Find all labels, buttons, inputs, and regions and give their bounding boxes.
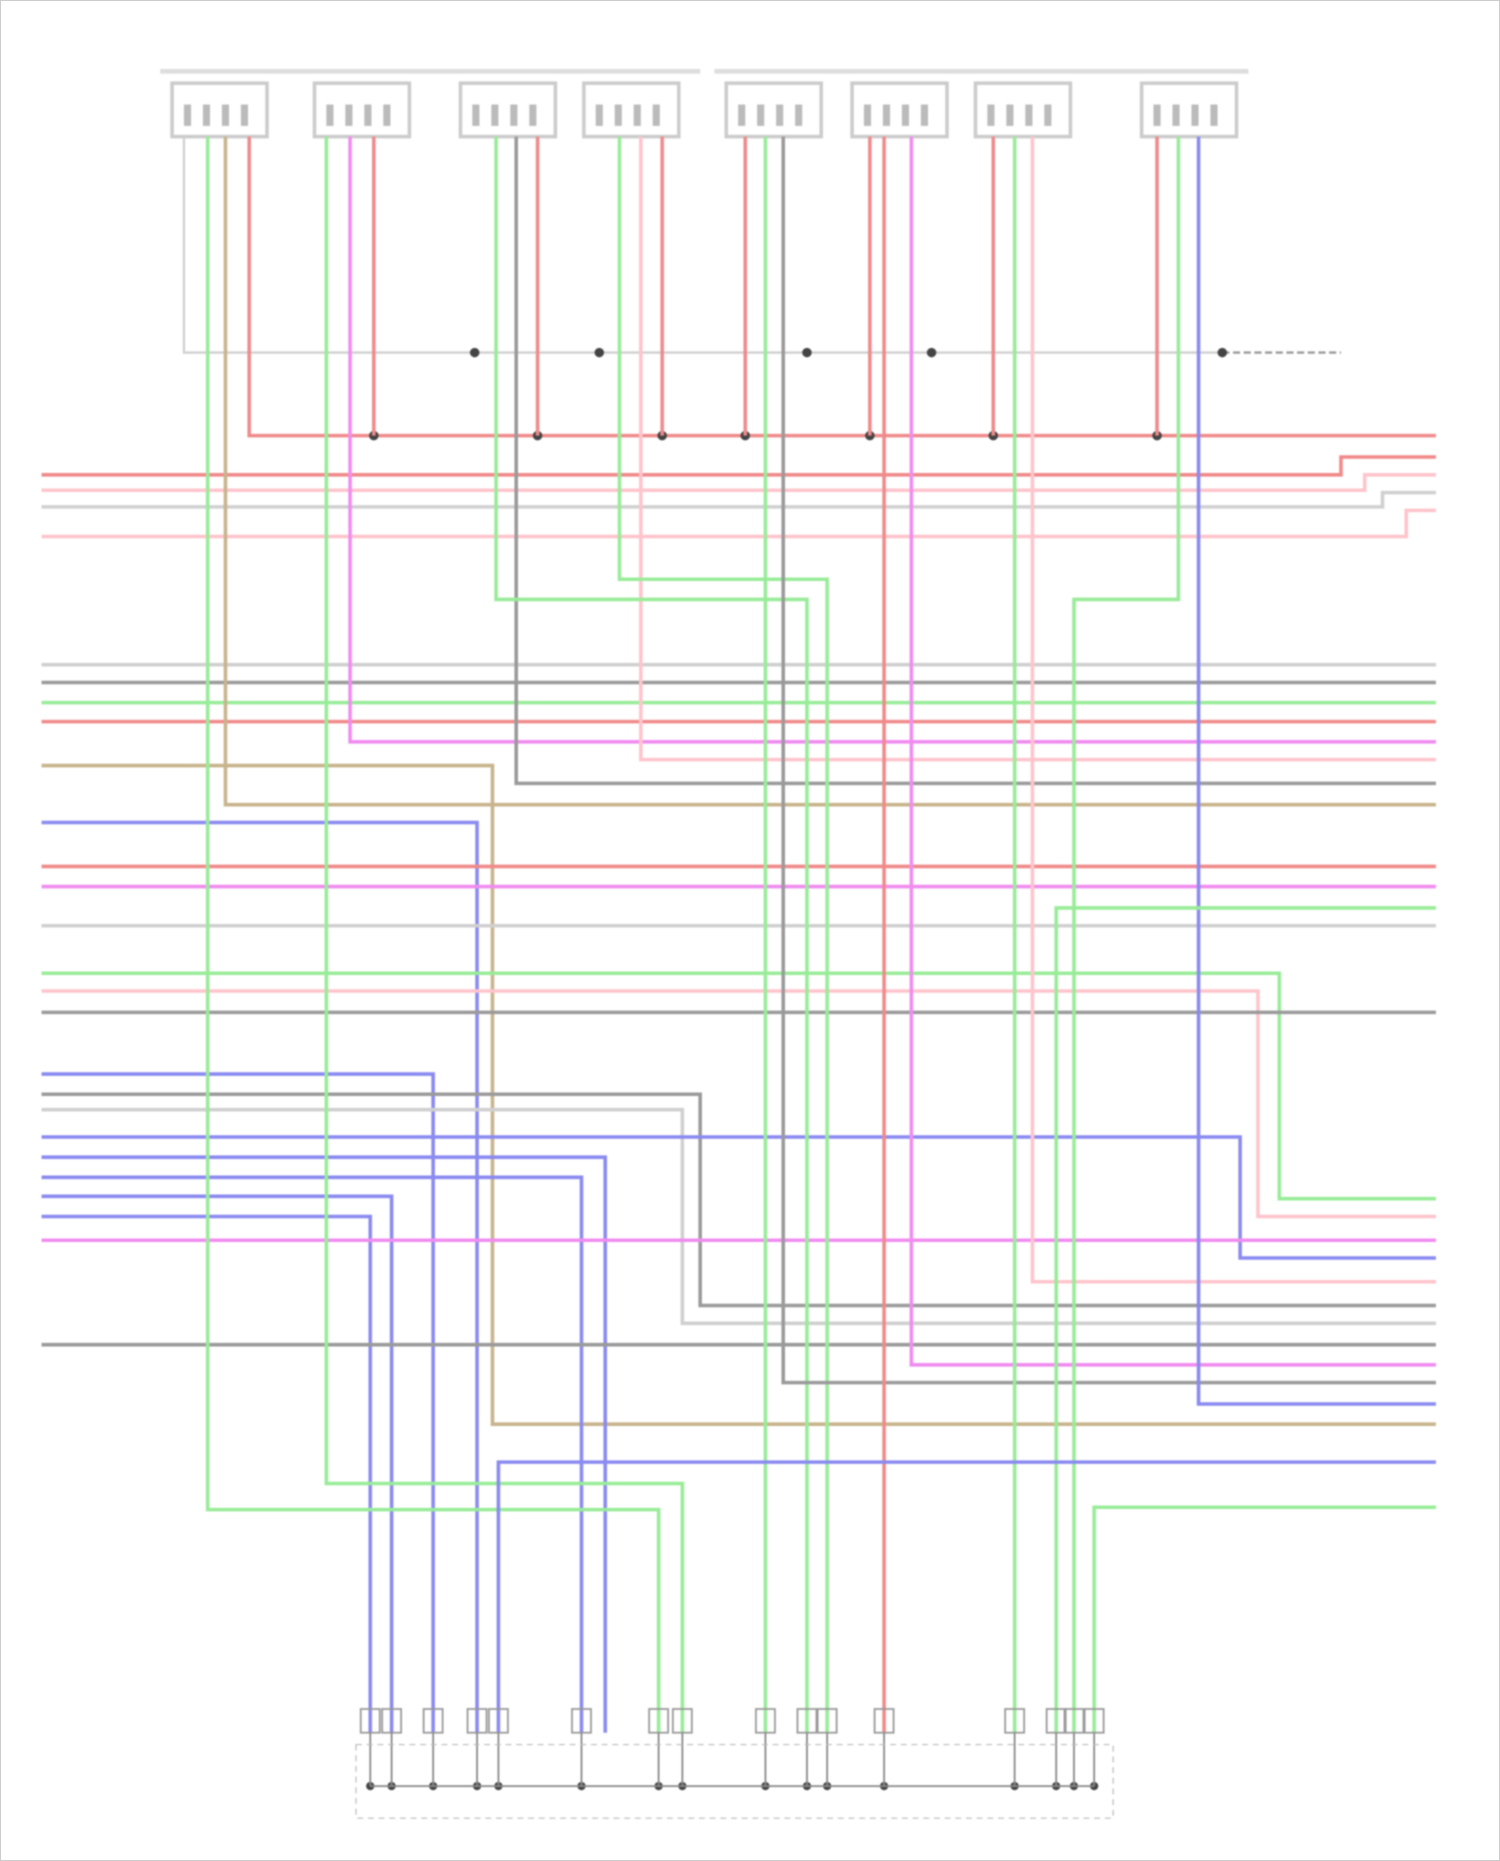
connector-pin bbox=[222, 105, 229, 126]
connector-pin bbox=[902, 105, 909, 126]
splice-dot bbox=[1218, 348, 1227, 357]
wire-green bbox=[619, 137, 827, 1733]
connector-group-bar bbox=[714, 69, 1248, 74]
connector-pin bbox=[184, 105, 191, 126]
wire-blue bbox=[42, 1177, 582, 1732]
wire-green bbox=[1056, 908, 1436, 1733]
wire-grey bbox=[42, 1094, 1436, 1305]
wire-green bbox=[326, 137, 682, 1733]
connector-pin bbox=[653, 105, 660, 126]
connector-pin bbox=[491, 105, 498, 126]
connector-pin bbox=[738, 105, 745, 126]
connector-pin bbox=[529, 105, 536, 126]
connector-pin bbox=[1191, 105, 1198, 126]
connector-pin bbox=[921, 105, 928, 126]
wire-brown bbox=[225, 137, 1435, 805]
splice-dot bbox=[470, 348, 479, 357]
connector-pin bbox=[203, 105, 210, 126]
ground-bus bbox=[184, 137, 1222, 353]
wire-grey bbox=[516, 137, 1436, 784]
connector-pin bbox=[634, 105, 641, 126]
splice-dot bbox=[802, 348, 811, 357]
wire-magenta bbox=[350, 137, 1436, 742]
wire-green bbox=[42, 973, 1436, 1198]
wire-light_grey bbox=[42, 493, 1436, 507]
wire-blue bbox=[42, 1157, 606, 1733]
splice-dot bbox=[927, 348, 936, 357]
connector-pin bbox=[864, 105, 871, 126]
connector-pin bbox=[596, 105, 603, 126]
wire-red bbox=[42, 457, 1436, 475]
connector-pin bbox=[757, 105, 764, 126]
connector-pin bbox=[987, 105, 994, 126]
wire-pink bbox=[1032, 137, 1435, 1282]
connector-pin bbox=[795, 105, 802, 126]
connector-pin bbox=[472, 105, 479, 126]
wire-pink bbox=[42, 991, 1436, 1216]
connector-pin bbox=[1153, 105, 1160, 126]
wire-magenta bbox=[911, 137, 1436, 1365]
connector-pin bbox=[1044, 105, 1051, 126]
connector-pin bbox=[883, 105, 890, 126]
wire-blue bbox=[498, 1462, 1436, 1733]
connector-group-bar bbox=[160, 69, 700, 74]
connector-pin bbox=[1210, 105, 1217, 126]
wire-pink bbox=[42, 510, 1436, 536]
wire-blue bbox=[42, 1074, 434, 1733]
ground-junction-box bbox=[356, 1745, 1113, 1819]
connector-pin bbox=[615, 105, 622, 126]
wire-blue bbox=[1199, 137, 1436, 1404]
connector-pin bbox=[1006, 105, 1013, 126]
connector-pin bbox=[345, 105, 352, 126]
splice-dot bbox=[595, 348, 604, 357]
connector-pin bbox=[510, 105, 517, 126]
connector-pin bbox=[383, 105, 390, 126]
connector-pin bbox=[364, 105, 371, 126]
power-bus bbox=[249, 137, 1436, 436]
connector-pin bbox=[1172, 105, 1179, 126]
wire-blue bbox=[42, 823, 478, 1733]
connector-pin bbox=[241, 105, 248, 126]
wire-blue bbox=[42, 1196, 392, 1732]
wire-green bbox=[496, 137, 807, 1733]
connector-pin bbox=[326, 105, 333, 126]
connector-pin bbox=[1025, 105, 1032, 126]
wire-green bbox=[1094, 1507, 1436, 1732]
wire-pink bbox=[42, 475, 1436, 490]
wire-green bbox=[1074, 137, 1178, 1733]
connector-pin bbox=[776, 105, 783, 126]
